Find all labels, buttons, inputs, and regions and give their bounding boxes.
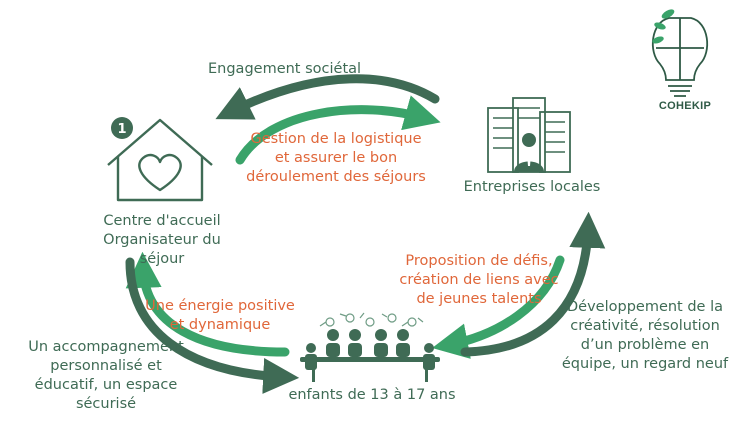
label-developpement: Développement de la créativité, résoluti… xyxy=(561,299,729,372)
label-energie: Une énergie positive et dynamique xyxy=(145,298,295,333)
children-table-icon xyxy=(300,312,440,382)
label-defis: Proposition de défis, création de liens … xyxy=(399,253,559,307)
node-centre-label: Centre d'accueil Organisateur du séjour xyxy=(103,213,221,267)
cohekip-logo-icon xyxy=(651,17,709,97)
house-icon xyxy=(107,118,213,202)
businessman-icon xyxy=(514,133,544,172)
step-badge-number: 1 xyxy=(117,122,126,137)
label-logistique: Gestion de la logistique et assurer le b… xyxy=(246,131,426,185)
arrow-developpement xyxy=(460,211,606,357)
label-engagement: Engagement sociétal xyxy=(208,61,362,77)
arrow-energie xyxy=(125,251,290,357)
arrow-engagement xyxy=(215,74,440,120)
logo-text: COHEKIP xyxy=(658,100,712,112)
arrow-accompagnement xyxy=(125,257,300,394)
node-entreprises-label: Entreprises locales xyxy=(463,179,601,195)
arrow-logistique xyxy=(235,95,441,165)
step-badge xyxy=(111,117,133,139)
leaf-icon xyxy=(652,9,675,44)
node-enfants-label: enfants de 13 à 17 ans xyxy=(288,387,456,403)
arrow-defis xyxy=(432,255,565,359)
label-accompagnement: Un accompagnement personnalisé et éducat… xyxy=(28,339,184,412)
